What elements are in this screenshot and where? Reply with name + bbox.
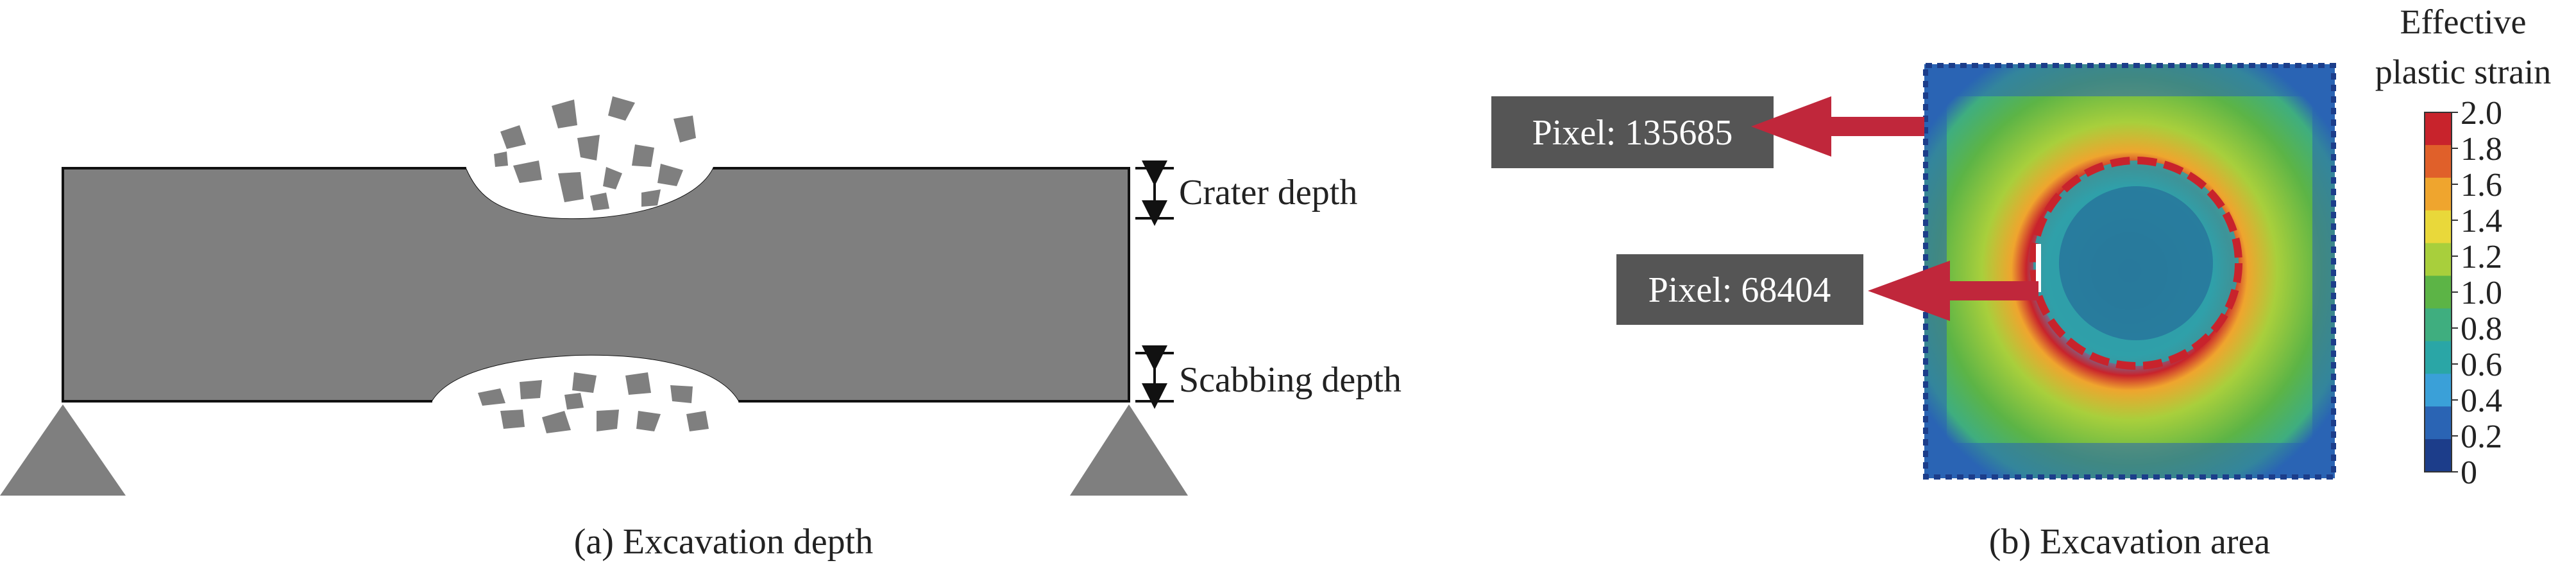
colorbar-tick-label: 1.2 (2461, 239, 2502, 275)
right-support (1070, 404, 1188, 496)
colorbar-tick-label: 1.6 (2461, 167, 2502, 204)
pixel-outer-box (1491, 96, 1774, 168)
panel-a-caption: (a) Excavation depth (574, 522, 873, 562)
colorbar-segment (2425, 406, 2452, 440)
colorbar-tick-label: 0.8 (2461, 311, 2502, 347)
colorbar-segment (2425, 439, 2452, 472)
colorbar-tick-label: 0.2 (2461, 419, 2502, 455)
colorbar-tick-label: 0 (2461, 455, 2477, 491)
colorbar-segment (2425, 144, 2452, 178)
crater-void (466, 100, 716, 219)
colorbar-segment (2425, 275, 2452, 309)
colorbar-segment (2425, 341, 2452, 374)
scabbing-fragments (478, 372, 709, 433)
colorbar: 2.01.81.61.41.21.00.80.60.40.20 (2424, 95, 2502, 491)
colorbar-tick-label: 1.0 (2461, 275, 2502, 311)
colorbar-tick-label: 0.4 (2461, 383, 2502, 419)
colorbar-tick-label: 1.4 (2461, 203, 2502, 239)
pixel-outer-arrow (1751, 96, 1924, 157)
colorbar-segment (2425, 243, 2452, 277)
scabbing-depth-dimension (1135, 345, 1174, 409)
left-support (0, 404, 126, 496)
crater-depth-dimension (1135, 160, 1174, 226)
panel-b-caption: (b) Excavation area (1989, 522, 2271, 562)
pixel-inner-box (1616, 254, 1863, 325)
colorbar-tick-label: 0.6 (2461, 347, 2502, 383)
colorbar-segment (2425, 112, 2452, 146)
colorbar-tick-label: 2.0 (2461, 95, 2502, 132)
panel-b: Pixel: 135685 Pixel: 68404 2.01.81.61.41… (1491, 3, 2551, 562)
scabbing-depth-label: Scabbing depth (1179, 360, 1402, 400)
pixel-inner-label: Pixel: 68404 (1648, 270, 1831, 310)
colorbar-segment (2425, 374, 2452, 407)
crater-fragments (494, 96, 696, 211)
colorbar-title-line2: plastic strain (2375, 53, 2551, 91)
colorbar-title-line1: Effective (2400, 3, 2527, 41)
pixel-outer-label: Pixel: 135685 (1532, 113, 1733, 153)
colorbar-segment (2425, 177, 2452, 211)
colorbar-tick-label: 1.8 (2461, 131, 2502, 168)
pixel-inner-arrow (1868, 261, 2038, 321)
crater-depth-label: Crater depth (1179, 173, 1357, 212)
scabbing-void (432, 355, 740, 457)
colorbar-segment (2425, 308, 2452, 342)
strain-contour-map (1923, 63, 2336, 480)
colorbar-segment (2425, 210, 2452, 244)
panel-a: Crater depth Scabbing depth (a) Excavati… (0, 96, 1402, 562)
